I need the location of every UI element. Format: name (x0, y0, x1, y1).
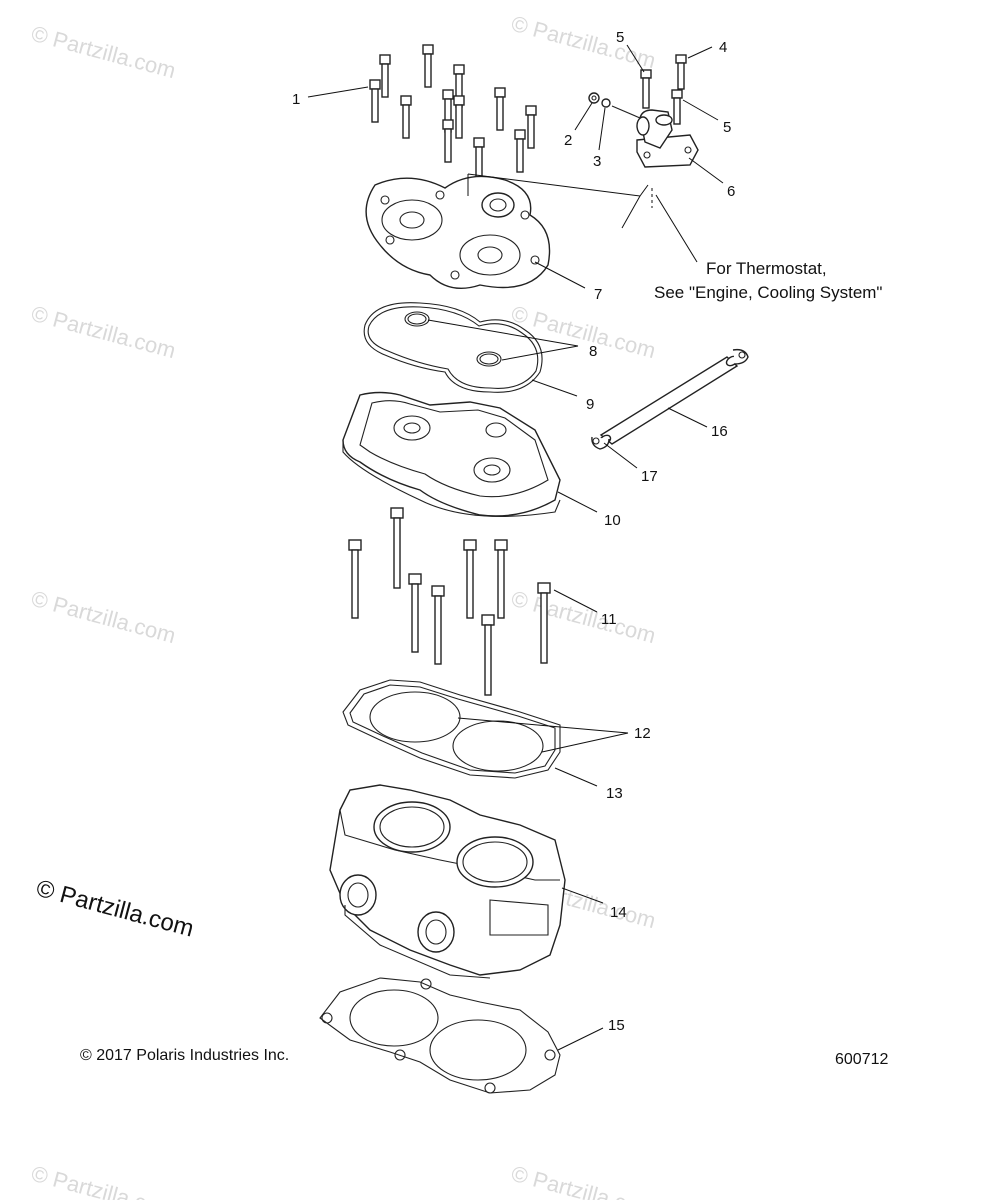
callout-label: 12 (634, 725, 651, 742)
thermostat-note-line2: See "Engine, Cooling System" (654, 283, 882, 302)
callout-label: 1 (292, 91, 300, 108)
callout-label: 2 (564, 132, 572, 149)
callout-label: 16 (711, 423, 728, 440)
leader-lines (307, 44, 724, 1051)
callout-label: 9 (586, 396, 594, 413)
thermostat-note-line1: For Thermostat, (706, 259, 827, 278)
watermark-dark: © Partzilla.com (33, 875, 196, 943)
callout-label: 13 (606, 785, 623, 802)
callout-label: 3 (593, 153, 601, 170)
head-cover-seal (363, 302, 543, 393)
callout-label: 5 (616, 29, 624, 46)
cylinder-gasket-seal (342, 679, 561, 779)
cylinder-head-cover (365, 175, 551, 289)
base-gasket (319, 977, 561, 1094)
callout-label: 10 (604, 512, 621, 529)
watermark-layer: © Partzilla.com © Partzilla.com © Partzi… (29, 11, 659, 1200)
watermark-text: © Partzilla.com (509, 11, 659, 74)
watermark-text: © Partzilla.com (509, 301, 659, 364)
watermark-text: © Partzilla.com (509, 1161, 659, 1200)
watermark-text: © Partzilla.com (29, 301, 179, 364)
copyright-text: © 2017 Polaris Industries Inc. (80, 1047, 289, 1064)
cylinder-block (329, 784, 566, 979)
callout-label: 4 (719, 39, 727, 56)
callout-label: 8 (589, 343, 597, 360)
thermostat-housing (588, 54, 699, 168)
coolant-hose (591, 348, 749, 450)
callout-label: 15 (608, 1017, 625, 1034)
callout-label: 11 (601, 611, 617, 628)
callout-label: 14 (610, 904, 627, 921)
callout-label: 5 (723, 119, 731, 136)
watermark-text: © Partzilla.com (29, 21, 179, 84)
callout-labels: 1 2 3 4 5 5 6 7 8 9 10 11 12 13 14 15 16… (292, 29, 735, 1034)
watermark-text: © Partzilla.com (509, 586, 659, 649)
watermark-text: © Partzilla.com (29, 586, 179, 649)
diagram-number: 600712 (835, 1051, 888, 1068)
head-cover-bolts (369, 44, 537, 181)
callout-label: 6 (727, 183, 735, 200)
cylinder-head-bolts (348, 507, 551, 696)
callout-label: 7 (594, 286, 602, 303)
callout-label: 17 (641, 468, 658, 485)
watermark-text: © Partzilla.com (29, 1161, 179, 1200)
cylinder-head (342, 391, 561, 517)
